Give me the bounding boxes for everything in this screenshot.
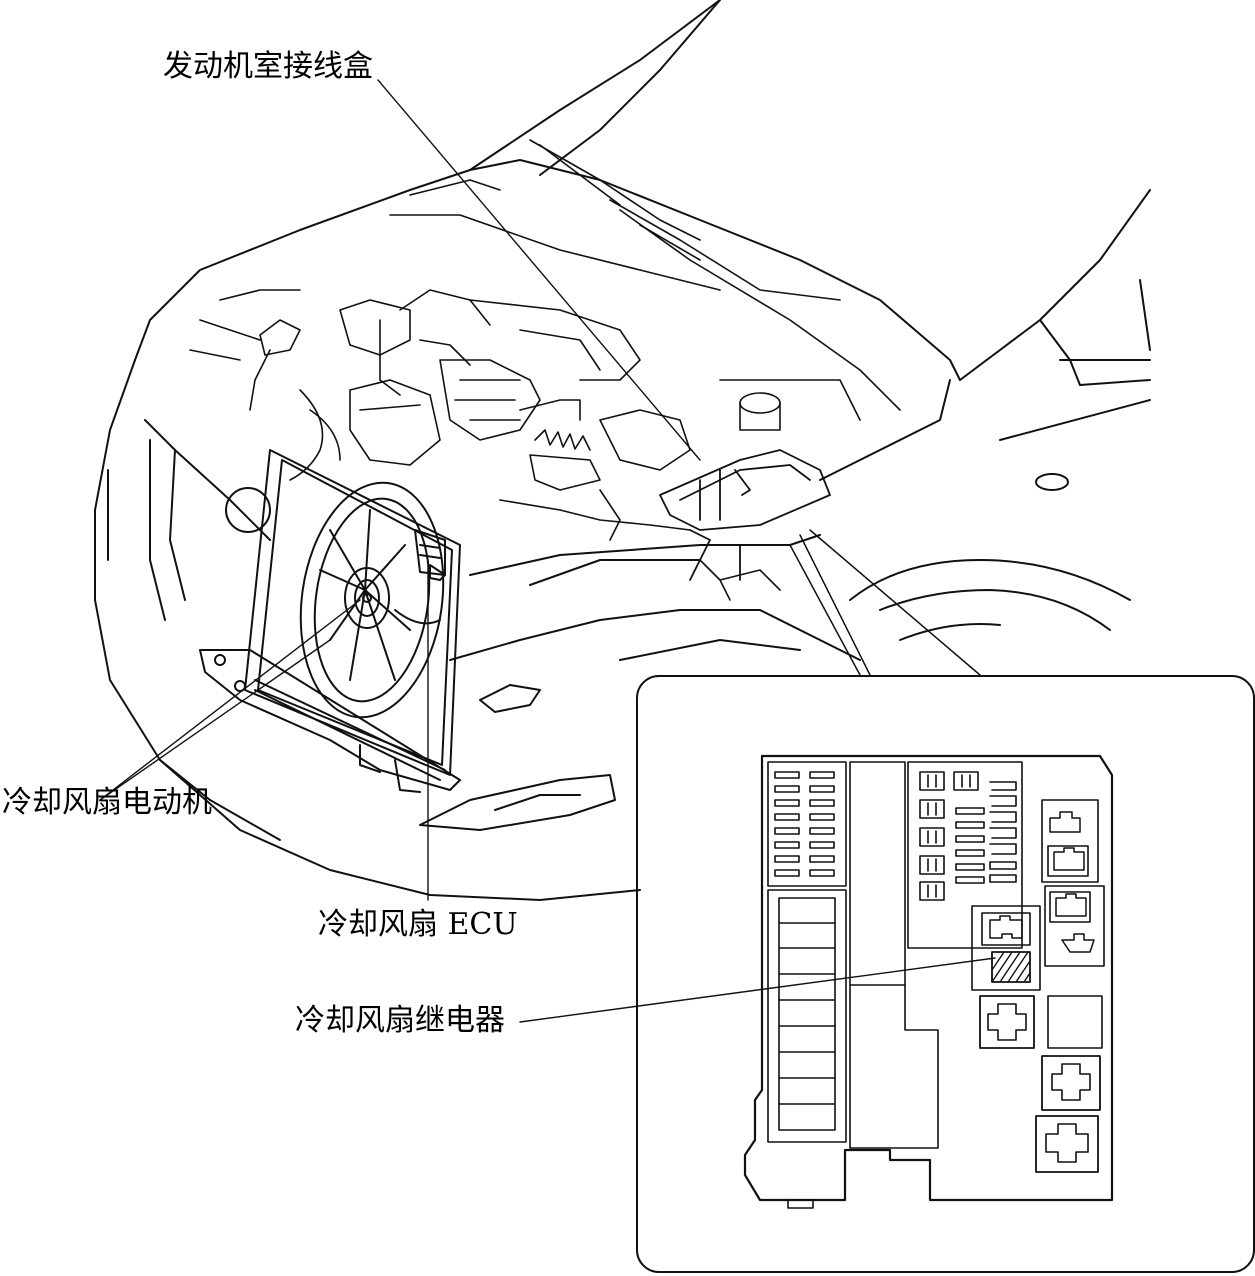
radiator-fan-assembly xyxy=(199,449,461,793)
leader-junction-box xyxy=(377,79,701,461)
leader-fan-motor xyxy=(99,639,331,801)
leader-fan-motor-2 xyxy=(99,599,361,801)
engine xyxy=(189,139,901,601)
label-cooling-fan-relay: 冷却风扇继电器 xyxy=(295,1003,505,1038)
label-engine-room-junction-box: 发动机室接线盒 xyxy=(163,49,373,84)
label-cooling-fan-ecu: 冷却风扇 ECU xyxy=(318,907,518,942)
junction-box-in-car xyxy=(659,449,831,581)
leader-lines xyxy=(99,79,996,1023)
leader-fan-relay xyxy=(519,957,996,1023)
car-body xyxy=(94,0,1151,901)
junction-box-inset xyxy=(636,529,1255,1273)
label-cooling-fan-motor: 冷却风扇电动机 xyxy=(2,785,212,820)
